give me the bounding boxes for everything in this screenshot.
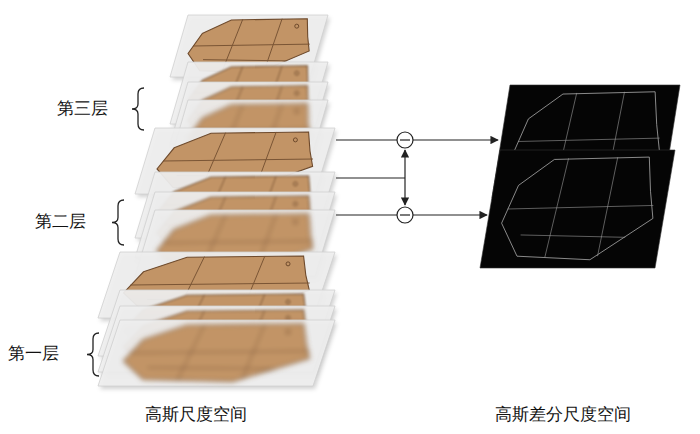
tablet-hole: [295, 91, 299, 95]
tablet-hole: [293, 220, 297, 224]
wire: [336, 177, 405, 178]
tablet-hole: [295, 109, 299, 113]
dog-edge-line: [518, 138, 660, 141]
layer-label: 第三层: [57, 98, 108, 118]
tablet-line: [203, 60, 287, 61]
minus-symbol: [397, 132, 413, 148]
tablet-hole: [286, 262, 290, 266]
tablet-hole: [286, 330, 290, 334]
tablet-line: [131, 351, 310, 353]
layer-brace: [87, 333, 99, 376]
tablet-line: [163, 159, 313, 161]
tablet-line: [147, 368, 276, 369]
dog-image: [480, 150, 675, 268]
tablet-hole: [286, 316, 290, 320]
tablet-line: [131, 283, 310, 285]
dog-stack: [480, 85, 680, 268]
dog-edges: [502, 157, 653, 260]
arrow: [413, 214, 487, 215]
gaussian-stack: [98, 15, 337, 389]
tablet-hole: [295, 24, 299, 28]
tablet-image: [124, 324, 310, 381]
dog-edge-line: [521, 235, 626, 237]
double-arrow: [404, 150, 405, 205]
tablet-hole: [286, 300, 290, 304]
minus-sign: [400, 139, 410, 140]
wire: [336, 214, 397, 215]
panel-caption: 高斯差分尺度空间: [495, 404, 631, 424]
tablet-hole: [293, 202, 297, 206]
tablet-hole: [293, 182, 297, 186]
layer-brace: [112, 200, 124, 245]
tablet-shape: [124, 324, 310, 381]
layer-label: 第二层: [35, 211, 86, 231]
tablet-line: [163, 241, 313, 243]
scale-sheet: [98, 320, 337, 389]
braces: [87, 88, 144, 376]
dog-edge-line: [508, 205, 654, 209]
dog-plane: [480, 150, 675, 268]
sheet-plane: [98, 320, 335, 386]
layer-label: 第一层: [8, 343, 59, 363]
layer-brace: [132, 88, 144, 130]
wire: [336, 139, 397, 140]
arrow: [413, 139, 498, 140]
tablet-hole: [295, 71, 299, 75]
tablet-hole: [293, 138, 297, 142]
wires: [336, 132, 498, 223]
tablet-line: [193, 44, 310, 46]
minus-sign: [400, 214, 410, 215]
minus-symbol: [397, 207, 413, 223]
panel-caption: 高斯尺度空间: [145, 404, 247, 424]
